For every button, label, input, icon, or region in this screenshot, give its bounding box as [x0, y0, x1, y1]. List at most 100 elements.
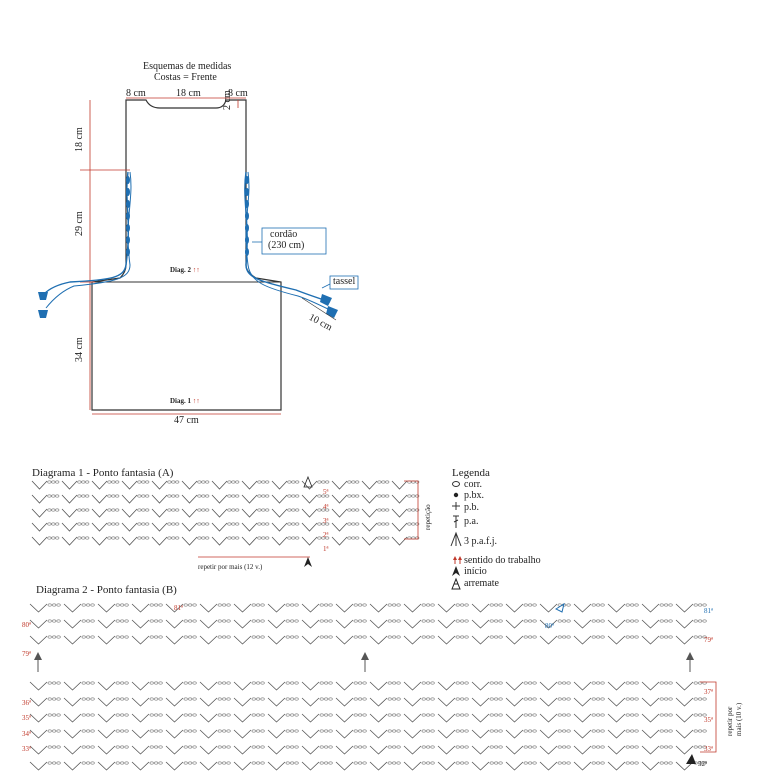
chain-stitch — [396, 603, 401, 607]
chain-stitch — [421, 761, 426, 765]
stitch-fan — [505, 713, 524, 723]
stitch-fan — [301, 603, 320, 613]
chain-stitch — [81, 761, 86, 765]
chain-stitch — [47, 745, 52, 749]
chain-stitch — [145, 508, 150, 512]
chain-stitch — [634, 619, 639, 623]
chain-stitch — [81, 745, 86, 749]
chain-stitch — [81, 508, 86, 512]
stitch-fan — [335, 745, 354, 755]
chain-stitch — [120, 729, 125, 733]
chain-stitch — [630, 697, 635, 701]
double-crochet-icon — [453, 515, 459, 528]
stitch-fan — [31, 522, 48, 532]
stitch-fan — [675, 619, 694, 629]
chain-stitch — [460, 603, 465, 607]
chain-stitch — [90, 603, 95, 607]
diag1-label: Diag. 1 — [170, 397, 191, 405]
stitch-fan — [471, 603, 490, 613]
chain-stitch — [231, 536, 236, 540]
stitch-fan — [607, 713, 626, 723]
chain-stitch — [528, 635, 533, 639]
chain-stitch — [557, 745, 562, 749]
chain-stitch — [260, 635, 265, 639]
chain-stitch — [56, 681, 61, 685]
chain-stitch — [659, 729, 664, 733]
stitch-fan — [233, 697, 252, 707]
chain-stitch — [107, 522, 112, 526]
stitch-fan — [233, 729, 252, 739]
chain-stitch — [523, 713, 528, 717]
chain-stitch — [317, 480, 322, 484]
chain-stitch — [411, 522, 416, 526]
chain-stitch — [324, 697, 329, 701]
diagram1-chart — [31, 475, 420, 567]
chain-stitch — [81, 729, 86, 733]
chain-stitch — [698, 729, 703, 733]
stitch-fan — [271, 536, 288, 546]
stitch-fan — [675, 761, 694, 771]
chain-stitch — [319, 713, 324, 717]
d2-repeat-side-2: mais (10 v.) — [735, 702, 743, 736]
stitch-fan — [471, 681, 490, 691]
chain-stitch — [291, 522, 296, 526]
chain-stitch — [183, 713, 188, 717]
chain-stitch — [353, 697, 358, 701]
stitch-fan — [267, 729, 286, 739]
chain-stitch — [226, 635, 231, 639]
chain-stitch — [664, 713, 669, 717]
chain-stitch — [287, 522, 292, 526]
stitch-fan — [211, 508, 228, 518]
stitch-fan — [97, 761, 116, 771]
stitch-fan — [573, 761, 592, 771]
chain-stitch — [494, 761, 499, 765]
d1-row-4: 4ª — [323, 503, 329, 511]
chain-stitch — [358, 697, 363, 701]
chain-stitch — [47, 603, 52, 607]
chain-stitch — [355, 494, 360, 498]
chain-stitch — [51, 508, 56, 512]
chain-stitch — [257, 494, 262, 498]
chain-stitch — [460, 697, 465, 701]
chain-stitch — [90, 729, 95, 733]
chain-stitch — [192, 697, 197, 701]
stitch-fan — [641, 697, 660, 707]
chain-stitch — [421, 713, 426, 717]
stitch-fan — [471, 713, 490, 723]
chain-stitch — [149, 681, 154, 685]
chain-stitch — [659, 681, 664, 685]
chain-stitch — [120, 635, 125, 639]
chain-stitch — [377, 536, 382, 540]
chain-stitch — [107, 494, 112, 498]
d2-finish-marker-icon — [554, 602, 565, 613]
stitch-row — [31, 522, 420, 532]
chain-stitch — [77, 508, 82, 512]
legend-item-start: início — [464, 566, 487, 577]
chain-stitch — [668, 745, 673, 749]
chain-stitch — [294, 713, 299, 717]
chain-stitch — [52, 761, 57, 765]
stitch-fan — [573, 619, 592, 629]
chain-stitch — [659, 619, 664, 623]
chain-stitch — [158, 729, 163, 733]
chain-stitch — [460, 713, 465, 717]
chain-stitch — [668, 681, 673, 685]
chain-stitch — [396, 681, 401, 685]
chain-stitch — [260, 713, 265, 717]
chain-stitch — [188, 761, 193, 765]
stitch-fan — [301, 480, 318, 490]
chain-stitch — [562, 713, 567, 717]
chain-stitch — [175, 480, 180, 484]
chain-stitch — [625, 603, 630, 607]
chain-stitch — [149, 745, 154, 749]
chain-stitch — [351, 522, 356, 526]
chain-stitch — [81, 522, 86, 526]
chain-stitch — [56, 603, 61, 607]
chain-stitch — [498, 745, 503, 749]
chain-stitch — [52, 729, 57, 733]
stitch-fan — [233, 681, 252, 691]
chain-stitch — [566, 681, 571, 685]
chain-stitch — [362, 761, 367, 765]
chain-stitch — [120, 603, 125, 607]
